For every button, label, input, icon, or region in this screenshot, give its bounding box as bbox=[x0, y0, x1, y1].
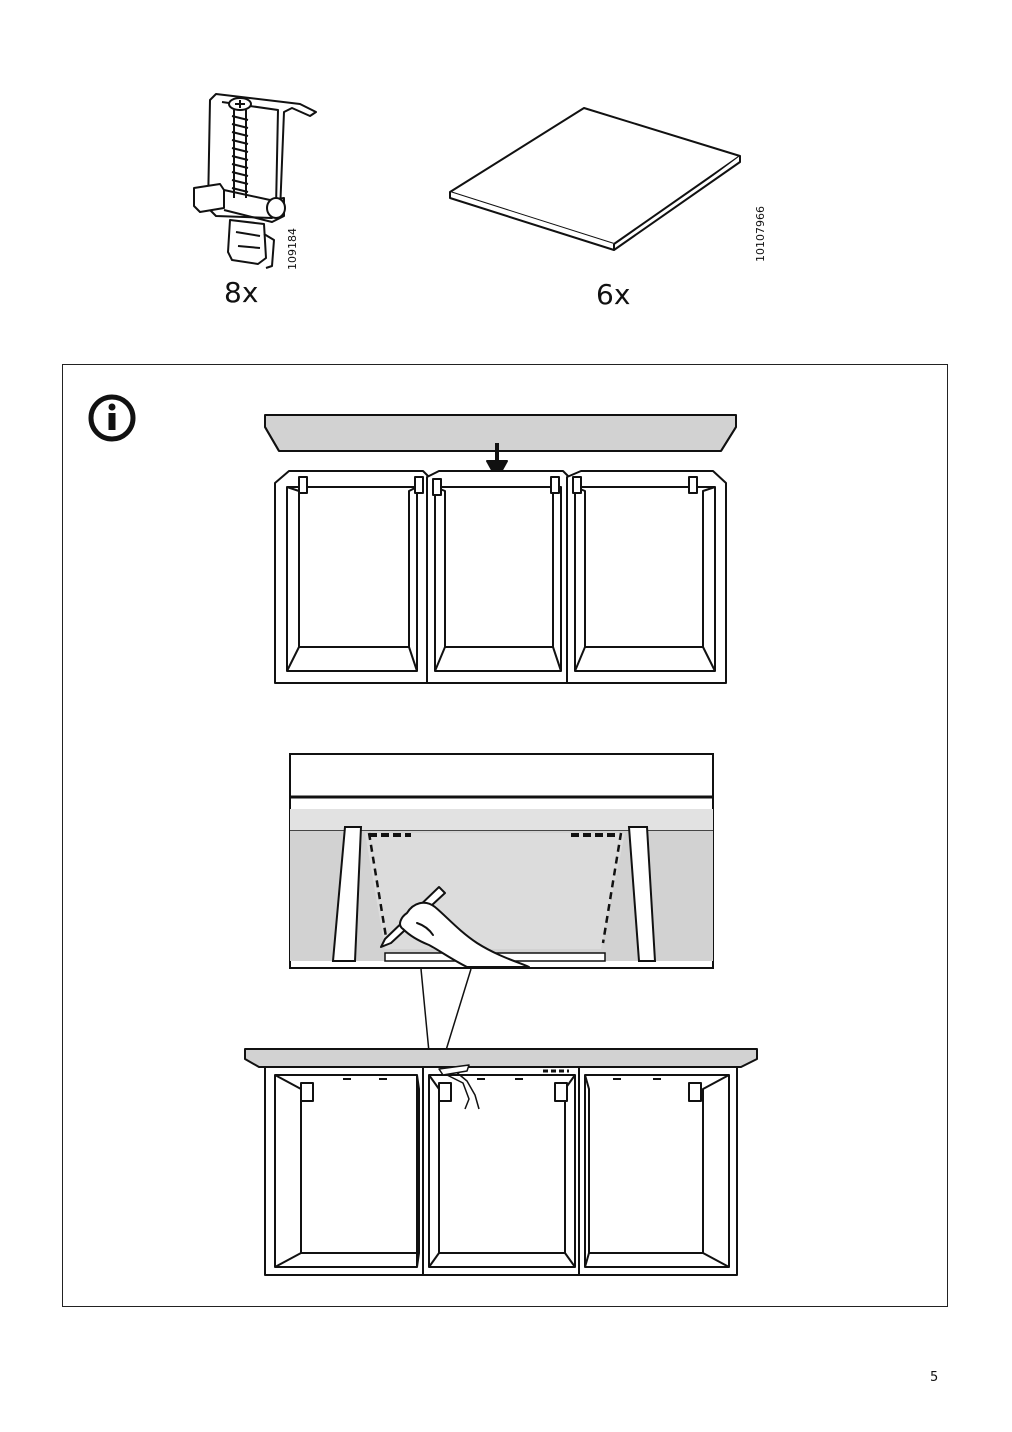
part-item-clip: 109184 8x bbox=[180, 90, 320, 320]
part-number-label: 109184 bbox=[286, 228, 299, 270]
shelf-support-clip-icon bbox=[193, 93, 317, 269]
assembled-cabinets-illustration bbox=[244, 1048, 758, 1276]
quantity-label: 8x bbox=[224, 276, 259, 309]
info-icon bbox=[88, 394, 136, 442]
quantity-label: 6x bbox=[596, 278, 631, 311]
info-panel bbox=[62, 364, 948, 1307]
part-number-label: 10107966 bbox=[754, 206, 767, 262]
page-number: 5 bbox=[930, 1370, 939, 1385]
shelf-panel-icon bbox=[449, 107, 741, 251]
top-panel-placement-illustration bbox=[264, 414, 737, 684]
marking-detail-illustration bbox=[289, 753, 714, 969]
part-item-shelf: 10107966 6x bbox=[440, 100, 780, 320]
